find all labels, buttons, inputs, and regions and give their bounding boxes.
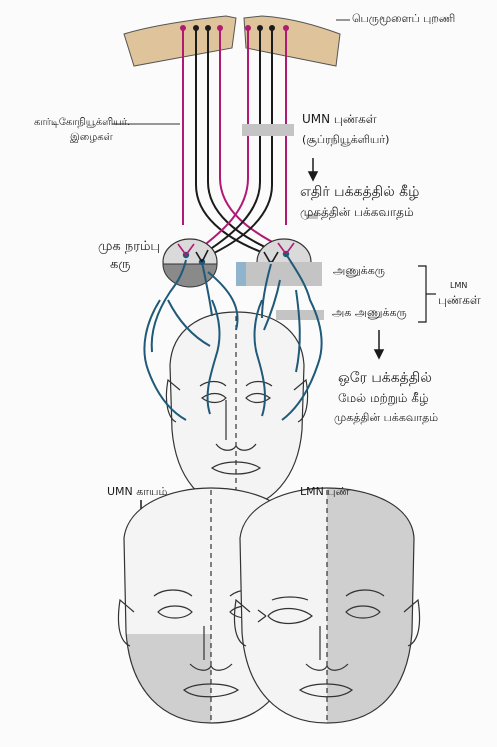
umn-fibers xyxy=(182,28,289,254)
nuclear-lesion-label: அணுக்கரு xyxy=(333,264,385,277)
lmn-infranuclear-lesion-marker xyxy=(276,310,324,320)
lmn-lesions-label-line1: LMN xyxy=(450,281,468,290)
umn-paralysis-shading xyxy=(124,634,211,723)
lmn-nuclear-lesion-marker-blue xyxy=(236,262,246,286)
fiber-left-contra xyxy=(219,28,289,251)
ipsilateral-paralysis-line3: முகத்தின் பக்கவாதம் xyxy=(334,411,439,424)
ipsilateral-paralysis-line1: ஒரே பக்கத்தில் xyxy=(338,370,432,386)
umn-lesion-marker xyxy=(242,124,294,136)
facial-nucleus-label-line1: முக நரம்பு xyxy=(98,239,161,254)
lmn-bracket xyxy=(418,265,427,323)
umn-lesion-label: UMN புண்கள் xyxy=(302,112,377,126)
lmn-face xyxy=(233,487,421,724)
fiber-left-black-1 xyxy=(195,28,265,254)
top-face xyxy=(165,311,309,509)
corticobulbar-label-line1: கார்டிகோநியூக்ளியர். xyxy=(34,117,131,128)
contralateral-paralysis-line2: முகத்தின் பக்கவாதம் xyxy=(300,205,414,219)
fiber-right-black-1 xyxy=(205,28,261,253)
umn-lesion-marker-small xyxy=(306,214,318,219)
umn-face-label: UMN காயம் xyxy=(107,485,168,498)
lmn-face-label: LMN புண் xyxy=(300,485,350,498)
cortex-label: பெருமூளைப் புறணி xyxy=(352,12,456,25)
facial-nucleus-label-line2: கரு xyxy=(110,257,131,272)
lmn-lesions-label-line2: புண்கள் xyxy=(438,293,481,307)
facial-nerve-branches xyxy=(143,253,323,421)
contralateral-paralysis-line1: எதிர் பக்கத்தில் கீழ் xyxy=(300,184,420,200)
fiber-right-black-2 xyxy=(213,28,273,254)
umn-lesion-sublabel: (சூப்ரநியூக்ளியர்) xyxy=(302,133,390,146)
facial-nucleus-left xyxy=(162,238,218,288)
cortex-neuron-bodies xyxy=(180,25,289,31)
cortex-right xyxy=(243,15,341,67)
fiber-left-black-2 xyxy=(207,28,277,253)
corticobulbar-label-line2: இழைகள் xyxy=(70,132,113,143)
infranuclear-lesion-label: அக அணுக்கரு xyxy=(332,306,407,319)
ipsilateral-paralysis-line2: மேல் மற்றும் கீழ் xyxy=(338,391,429,405)
